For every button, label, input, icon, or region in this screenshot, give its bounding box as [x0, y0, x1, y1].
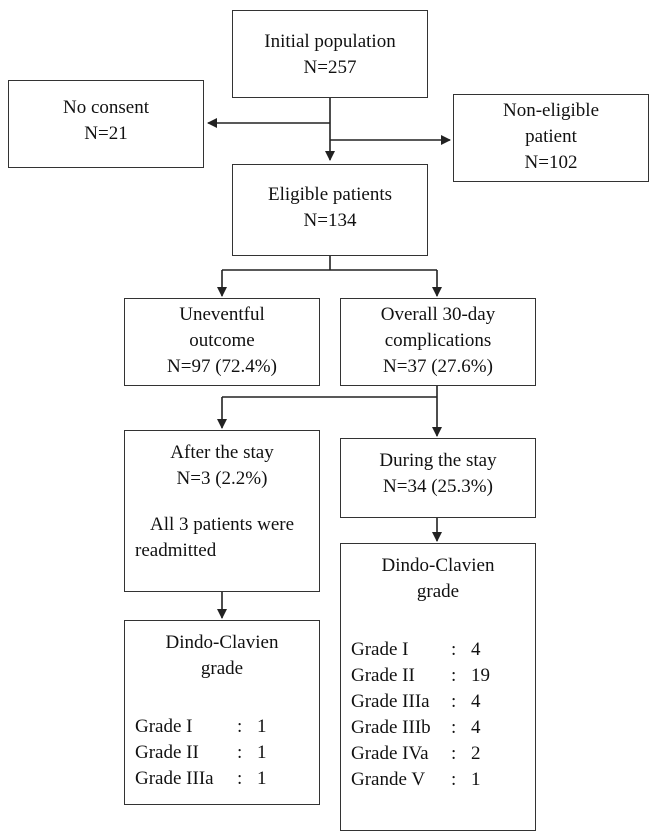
initial-population-box: Initial population N=257 [232, 10, 428, 98]
eligible-patients-box: Eligible patients N=134 [232, 164, 428, 256]
grade-row: Grade II:1 [135, 740, 319, 766]
non-eligible-line2: patient [525, 126, 577, 147]
left-grades-title-line2: grade [200, 658, 244, 679]
grade-row: Grade I:1 [135, 714, 319, 740]
grade-count: 1 [257, 742, 267, 763]
grade-label: Grade I [135, 716, 193, 737]
no-consent-count: N=21 [84, 123, 128, 144]
grade-row: Grade IIIa:1 [135, 766, 319, 792]
grade-label: Grade II [135, 742, 199, 763]
grade-separator: : [451, 717, 457, 738]
right-grades-title-line2: grade [416, 581, 460, 602]
complications-box: Overall 30-day complications N=37 (27.6%… [340, 298, 536, 386]
during-stay-box: During the stay N=34 (25.3%) [340, 438, 536, 518]
grade-count: 2 [471, 743, 481, 764]
grade-row: Grande V:1 [351, 767, 535, 793]
eligible-patients-count: N=134 [303, 210, 357, 231]
during-stay-title: During the stay [379, 450, 497, 471]
uneventful-outcome-box: Uneventful outcome N=97 (72.4%) [124, 298, 320, 386]
after-stay-box: After the stay N=3 (2.2%) All 3 patients… [124, 430, 320, 592]
uneventful-count: N=97 (72.4%) [167, 356, 277, 377]
grade-count: 1 [257, 716, 267, 737]
grade-label: Grade IIIa [351, 691, 430, 712]
no-consent-title: No consent [62, 97, 149, 118]
grade-separator: : [237, 716, 243, 737]
grade-label: Grade IVa [351, 743, 429, 764]
grade-row: Grade IIIa:4 [351, 689, 535, 715]
grade-count: 19 [471, 665, 490, 686]
non-eligible-box: Non-eligible patient N=102 [453, 94, 649, 182]
complications-line2: complications [384, 330, 492, 351]
grade-count: 4 [471, 639, 481, 660]
grade-count: 1 [257, 768, 267, 789]
after-stay-title: After the stay [170, 442, 274, 463]
grade-separator: : [451, 639, 457, 660]
grade-label: Grade IIIa [135, 768, 214, 789]
grade-separator: : [451, 769, 457, 790]
grade-count: 4 [471, 717, 481, 738]
grade-row: Grade II:19 [351, 663, 535, 689]
grade-count: 1 [471, 769, 481, 790]
grade-separator: : [237, 768, 243, 789]
after-stay-note-line2: readmitted [135, 540, 217, 561]
grade-row: Grade IIIb:4 [351, 715, 535, 741]
uneventful-line2: outcome [189, 330, 255, 351]
complications-count: N=37 (27.6%) [383, 356, 493, 377]
grade-label: Grande V [351, 769, 426, 790]
initial-population-title: Initial population [264, 31, 396, 52]
complications-line1: Overall 30-day [380, 304, 496, 325]
initial-population-count: N=257 [303, 57, 357, 78]
during-stay-count: N=34 (25.3%) [383, 476, 493, 497]
grade-separator: : [451, 665, 457, 686]
non-eligible-count: N=102 [524, 152, 578, 173]
grade-separator: : [237, 742, 243, 763]
no-consent-box: No consent N=21 [8, 80, 204, 168]
after-stay-count: N=3 (2.2%) [176, 468, 268, 489]
uneventful-line1: Uneventful [179, 304, 265, 325]
grade-separator: : [451, 691, 457, 712]
right-grades-title-line1: Dindo-Clavien [381, 555, 495, 576]
grade-separator: : [451, 743, 457, 764]
left-grades-title-line1: Dindo-Clavien [165, 632, 279, 653]
after-stay-note-line1: All 3 patients were [149, 514, 295, 535]
grade-row: Grade IVa:2 [351, 741, 535, 767]
grade-label: Grade II [351, 665, 415, 686]
grade-row: Grade I:4 [351, 637, 535, 663]
eligible-patients-title: Eligible patients [267, 184, 392, 205]
non-eligible-line1: Non-eligible [502, 100, 600, 121]
grade-count: 4 [471, 691, 481, 712]
grade-label: Grade I [351, 639, 409, 660]
grade-label: Grade IIIb [351, 717, 431, 738]
